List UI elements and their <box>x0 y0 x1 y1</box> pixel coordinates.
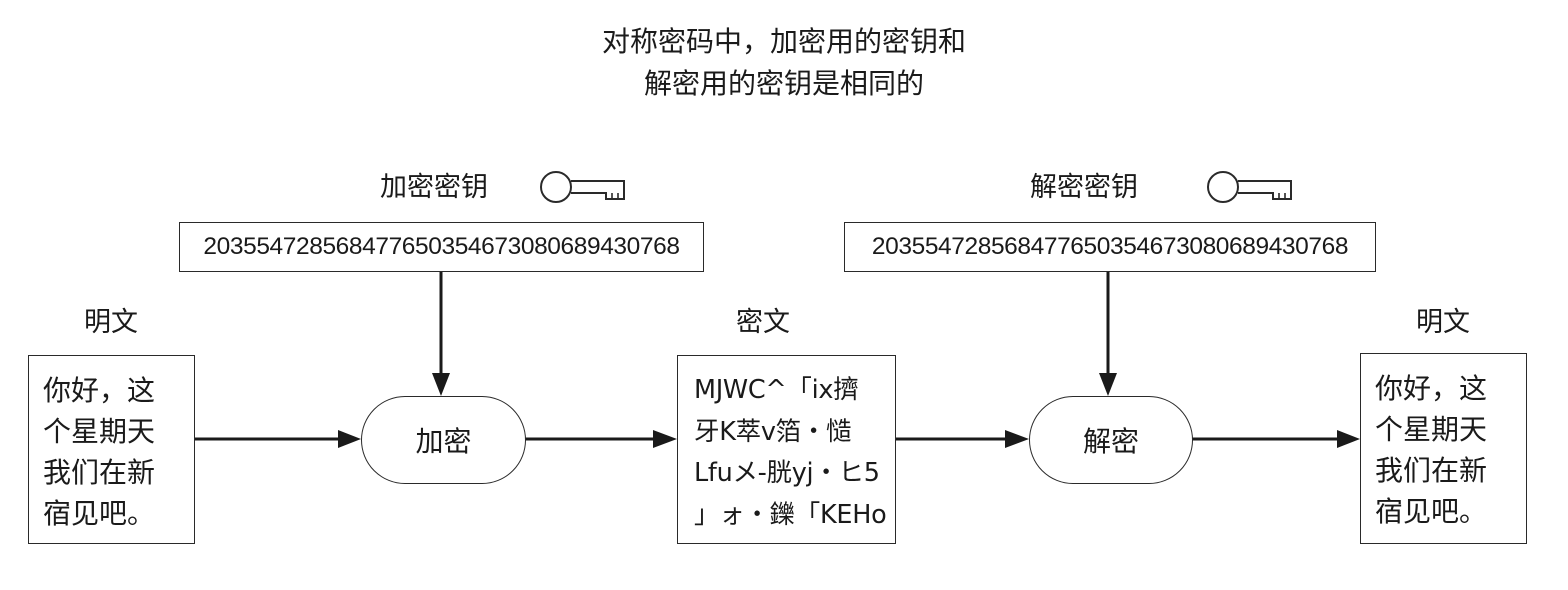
arrow-decrypt-to-plaintext <box>1192 430 1360 448</box>
diagram-title-line-1: 对称密码中，加密用的密钥和 <box>601 25 966 58</box>
arrow-encrypt-to-ciphertext <box>525 430 677 448</box>
decryption-key-value: 203554728568477650354673080689430768 <box>844 222 1376 272</box>
ciphertext-label: 密文 <box>736 307 790 338</box>
decrypt-process: 解密 <box>1029 396 1193 484</box>
arrow-ciphertext-to-decrypt <box>896 430 1029 448</box>
encryption-key-value: 203554728568477650354673080689430768 <box>179 222 704 272</box>
encryption-key-label: 加密密钥 <box>380 172 488 203</box>
encrypt-process: 加密 <box>361 396 526 484</box>
decryption-key-icon <box>1207 171 1292 203</box>
arrow-key-to-decrypt <box>1099 271 1117 396</box>
decryption-key-label: 解密密钥 <box>1030 172 1138 203</box>
arrow-key-to-encrypt <box>432 271 450 396</box>
plaintext-input-label: 明文 <box>84 307 138 338</box>
plaintext-output-label: 明文 <box>1416 307 1470 338</box>
decrypt-process-label: 解密 <box>1082 425 1139 458</box>
encryption-key-icon <box>540 171 625 203</box>
plaintext-input-box: 你好，这 个星期天 我们在新 宿见吧。 <box>28 355 195 544</box>
arrow-plaintext-to-encrypt <box>195 430 361 448</box>
diagram-title-line-2: 解密用的密钥是相同的 <box>643 67 924 100</box>
encrypt-process-label: 加密 <box>415 425 472 458</box>
ciphertext-box: MJWC^「ix擠 牙K萃v箔・慥 Lfuメ-胱yj・ヒ5 」ォ・鑠「KEHo <box>677 355 896 544</box>
plaintext-output-box: 你好，这 个星期天 我们在新 宿见吧。 <box>1360 353 1527 544</box>
